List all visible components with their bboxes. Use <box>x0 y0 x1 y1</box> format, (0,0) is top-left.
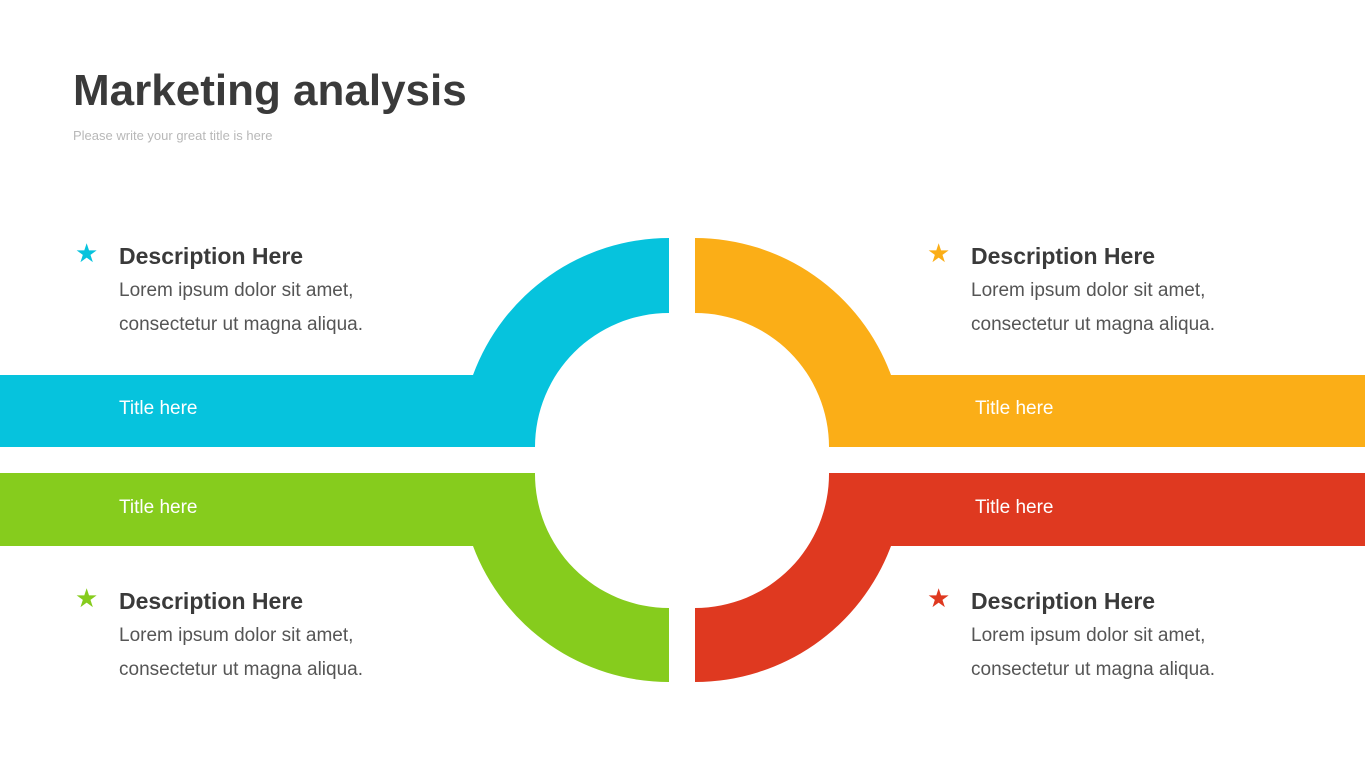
blue-quadrant <box>0 238 669 447</box>
green-quadrant <box>0 473 669 683</box>
description-heading: Description Here <box>971 243 1156 269</box>
description-block-red: ★ Description Here Lorem ipsum dolor sit… <box>927 585 1311 687</box>
orange-quadrant <box>695 238 1365 447</box>
description-line: consectetur ut magna aliqua. <box>971 314 1215 335</box>
red-quadrant <box>695 473 1365 683</box>
description-block-blue: ★ Description Here Lorem ipsum dolor sit… <box>75 240 459 342</box>
bar-label-red: Title here <box>975 497 1054 518</box>
description-line: consectetur ut magna aliqua. <box>971 659 1215 680</box>
description-block-green: ★ Description Here Lorem ipsum dolor sit… <box>75 585 459 687</box>
star-icon: ★ <box>927 238 951 268</box>
description-line: Lorem ipsum dolor sit amet, <box>971 280 1206 301</box>
bar-label-green: Title here <box>119 497 198 518</box>
page-title: Marketing analysis <box>73 66 467 115</box>
description-block-orange: ★ Description Here Lorem ipsum dolor sit… <box>927 240 1311 342</box>
star-icon: ★ <box>75 583 99 613</box>
description-line: Lorem ipsum dolor sit amet, <box>119 625 354 646</box>
description-heading: Description Here <box>971 588 1156 614</box>
description-heading: Description Here <box>119 243 304 269</box>
star-icon: ★ <box>75 238 99 268</box>
description-line: consectetur ut magna aliqua. <box>119 314 363 335</box>
star-icon: ★ <box>927 583 951 613</box>
description-heading: Description Here <box>119 588 304 614</box>
page-subtitle: Please write your great title is here <box>73 128 273 143</box>
description-line: Lorem ipsum dolor sit amet, <box>971 625 1206 646</box>
bar-label-orange: Title here <box>975 398 1054 419</box>
description-line: Lorem ipsum dolor sit amet, <box>119 280 354 301</box>
bar-label-blue: Title here <box>119 398 198 419</box>
description-line: consectetur ut magna aliqua. <box>119 659 363 680</box>
